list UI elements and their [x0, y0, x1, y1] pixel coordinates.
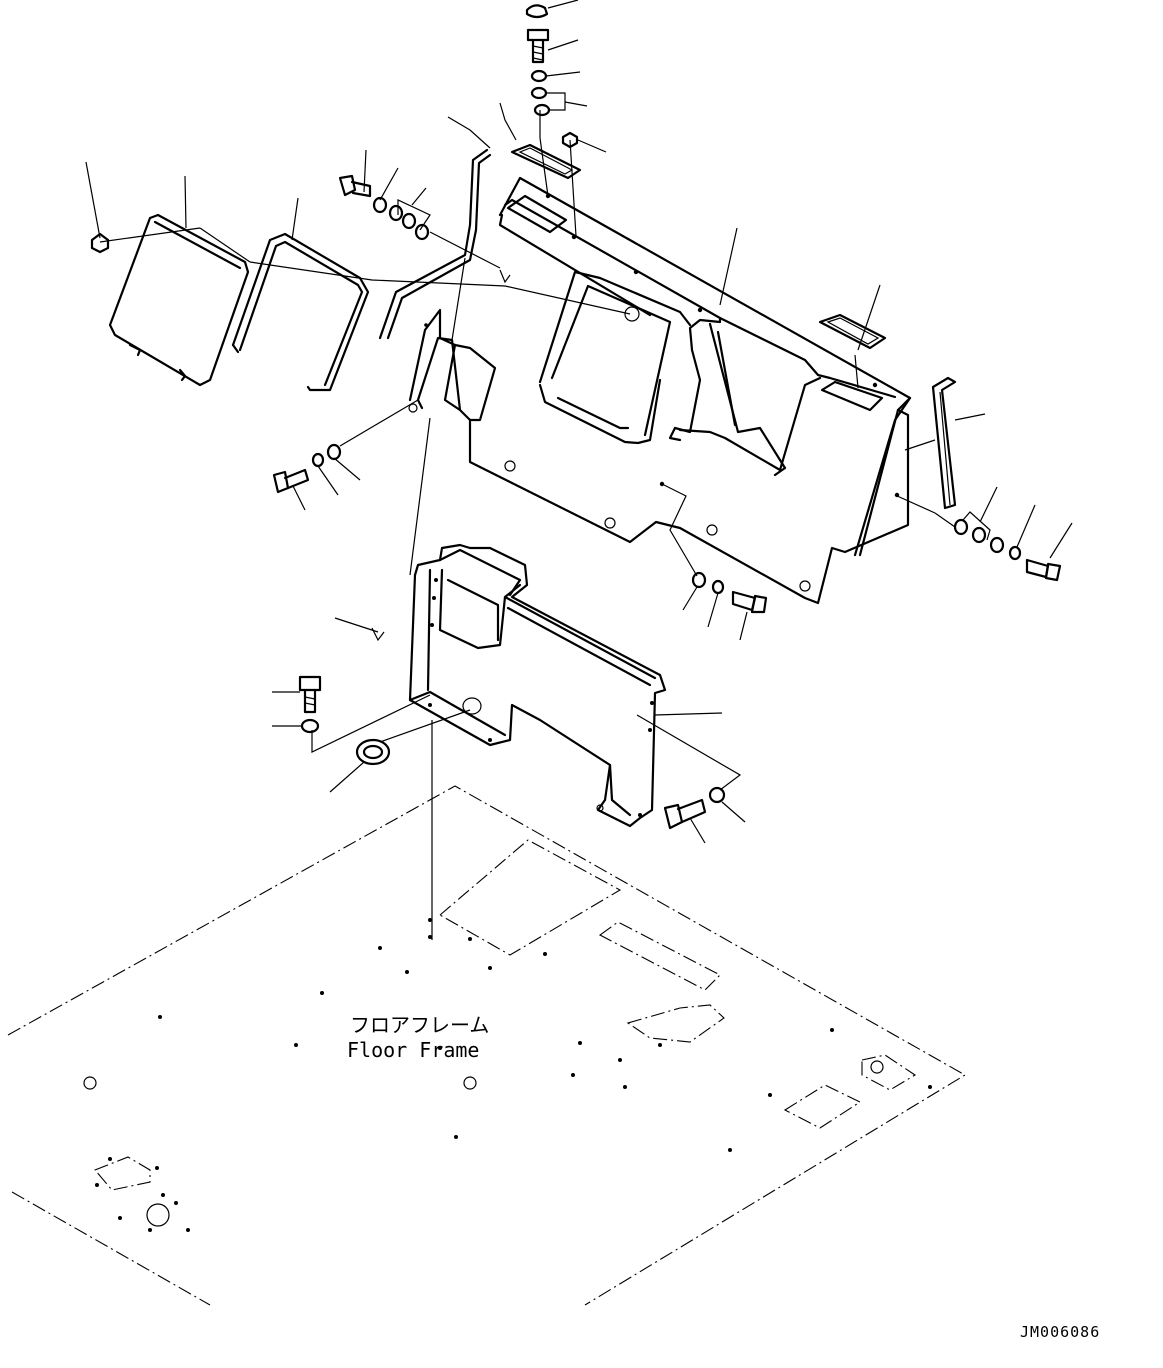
- fastener-cap-nut-top: [525, 4, 549, 19]
- gasket-strip-right: [931, 376, 957, 510]
- fastener-bolt-top: [526, 28, 550, 64]
- fastener-hex-small: [561, 131, 579, 149]
- lower-side-panel: [408, 543, 667, 828]
- fastener-bolt-right: [953, 518, 1062, 582]
- floor-frame-label-jp: フロアフレーム: [350, 1013, 489, 1037]
- seal-pad-top: [510, 143, 582, 180]
- fastener-lid-nut: [90, 232, 110, 254]
- fastener-bolt-lower-left: [298, 675, 322, 734]
- fastener-bolt-left: [272, 443, 342, 494]
- floor-frame-label-en: Floor Frame: [347, 1038, 479, 1062]
- drawing-code: JM006086: [1020, 1323, 1100, 1341]
- seal-pad-right: [818, 313, 887, 350]
- fastener-bolt-center: [691, 571, 768, 614]
- leader-lines: [85, 0, 1073, 844]
- support-rod: [378, 148, 492, 340]
- floor-frame: [7, 785, 967, 1306]
- rear-console-panel: [408, 176, 912, 605]
- storage-lid: [108, 213, 250, 387]
- fastener-bolt-lower-right: [663, 786, 726, 830]
- spring-clip: [231, 232, 370, 392]
- fastener-grommet: [355, 738, 391, 766]
- fastener-bolt-upper-left: [338, 174, 430, 241]
- assembly-lines: [99, 110, 956, 940]
